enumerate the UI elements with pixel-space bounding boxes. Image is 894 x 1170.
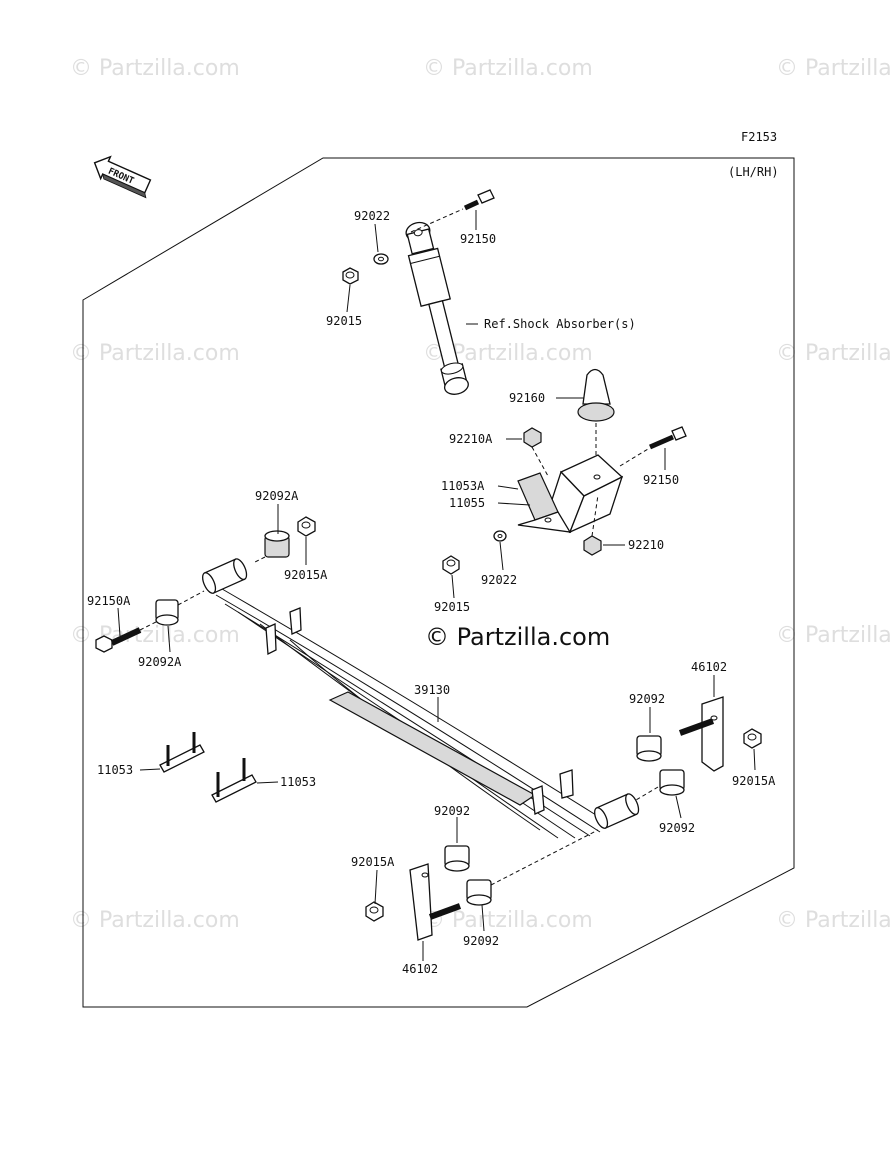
bracket-11055 <box>517 454 624 534</box>
label-92150A: 92150A <box>87 594 131 608</box>
watermark: © Partzilla.com <box>423 56 593 81</box>
figure-code: F2153 <box>741 130 777 144</box>
label-92092-r1: 92092 <box>629 692 665 706</box>
bump-stop-92160 <box>577 368 615 458</box>
bushing-92092A-left <box>155 590 205 626</box>
label-11053-2: 11053 <box>280 775 316 789</box>
label-46102-bottom: 46102 <box>402 962 438 976</box>
label-92210A: 92210A <box>449 432 493 446</box>
bushing-92092-r2 <box>635 769 685 801</box>
bushing-92092-b1 <box>444 845 470 872</box>
ref-label: Ref.Shock Absorber(s) <box>484 317 636 331</box>
bolt-92150-top <box>410 189 495 233</box>
label-92015A-top: 92015A <box>284 568 328 582</box>
part-labels: 92022 92150 92015 Ref.Shock Absorber(s) … <box>87 209 776 976</box>
label-92092A-left: 92092A <box>138 655 182 669</box>
label-92092-b1: 92092 <box>434 804 470 818</box>
watermark: © Partzilla.com <box>776 341 894 366</box>
label-92022-top: 92022 <box>354 209 390 223</box>
label-92092-r2: 92092 <box>659 821 695 835</box>
label-92015A-right: 92015A <box>732 774 776 788</box>
label-92210: 92210 <box>628 538 664 552</box>
bushing-92092-r1 <box>636 735 662 762</box>
shock-absorber <box>405 221 469 395</box>
label-46102-right: 46102 <box>691 660 727 674</box>
label-92015-mid: 92015 <box>434 600 470 614</box>
label-92150-mid: 92150 <box>643 473 679 487</box>
watermark: © Partzilla.com <box>70 56 240 81</box>
bushing-92092A-top <box>252 530 290 564</box>
nut-92210A <box>523 427 542 448</box>
center-watermark: © Partzilla.com <box>425 623 610 651</box>
diagram-frame <box>82 157 795 1008</box>
bolt-92150-mid <box>619 426 687 467</box>
label-92092A-top: 92092A <box>255 489 299 503</box>
bolt-92150A <box>95 619 161 653</box>
label-39130: 39130 <box>414 683 450 697</box>
label-11053-1: 11053 <box>97 763 133 777</box>
label-92092-b2: 92092 <box>463 934 499 948</box>
watermark: © Partzilla.com <box>70 908 240 933</box>
bushing-92092-b2 <box>466 829 599 906</box>
shackle-46102-right <box>678 696 724 772</box>
watermark: © Partzilla.com <box>70 341 240 366</box>
label-92150-top: 92150 <box>460 232 496 246</box>
label-92015-top: 92015 <box>326 314 362 328</box>
label-11053A: 11053A <box>441 479 485 493</box>
watermark: © Partzilla.com <box>776 908 894 933</box>
watermarks: © Partzilla.com © Partzilla.com © Partzi… <box>70 56 894 933</box>
leaf-spring-39130 <box>202 558 640 839</box>
leader-lines <box>117 210 756 961</box>
label-11055: 11055 <box>449 496 485 510</box>
front-arrow-icon: FRONT <box>93 155 152 199</box>
u-bolt-11053-2 <box>211 758 257 803</box>
watermark: © Partzilla.com <box>776 623 894 648</box>
shackle-46102-bottom <box>409 863 462 941</box>
label-92160: 92160 <box>509 391 545 405</box>
watermark: © Partzilla.com <box>776 56 894 81</box>
u-bolt-11053-1 <box>159 732 205 773</box>
label-92015A-bottom: 92015A <box>351 855 395 869</box>
nut-92210 <box>583 535 602 556</box>
label-92022-mid: 92022 <box>481 573 517 587</box>
side-note: (LH/RH) <box>728 165 779 179</box>
